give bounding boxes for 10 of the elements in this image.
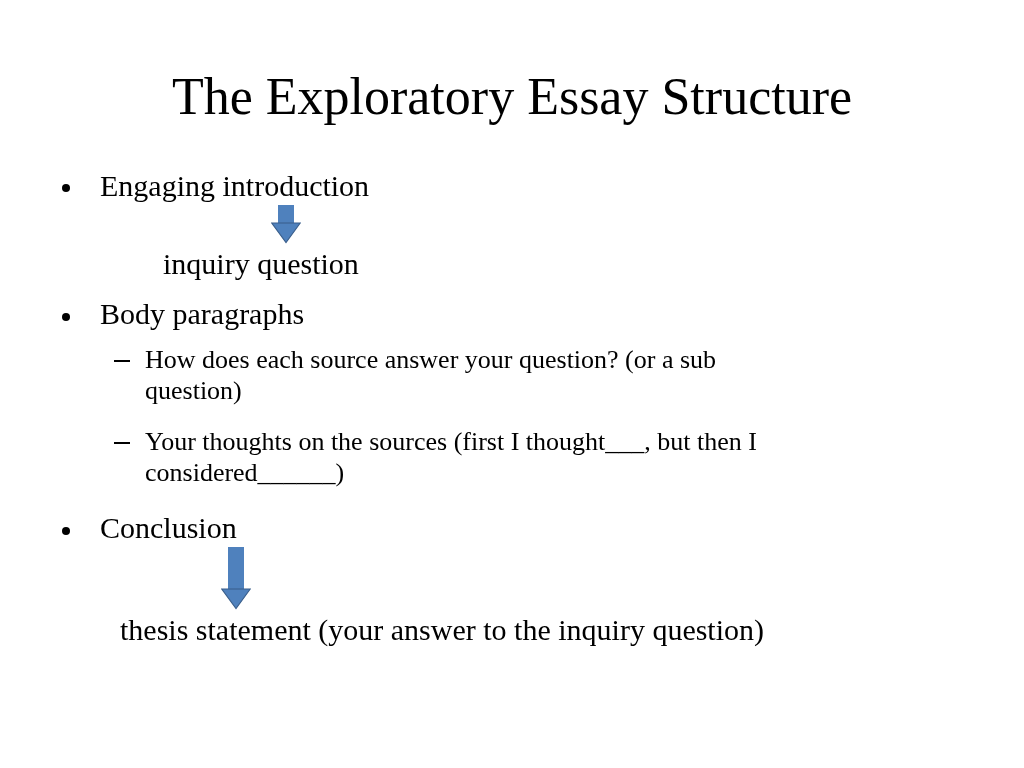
block-arrow [221,547,251,610]
bullet-text: Engaging introduction [100,168,370,204]
bullet-text: Body paragraphs [100,296,305,332]
bullet-text: Conclusion [100,510,237,546]
result-text: inquiry question [163,246,359,282]
result-text: thesis statement (your answer to the inquiry question) [120,612,765,648]
sub-bullet-text: Your thoughts on the sources (first I thought___, but then I considered______) [145,426,758,489]
block-arrow [271,205,301,244]
slide-title: The Exploratory Essay Structure [170,67,854,127]
sub-bullet-text: How does each source answer your question? (or a sub question) [145,344,718,407]
